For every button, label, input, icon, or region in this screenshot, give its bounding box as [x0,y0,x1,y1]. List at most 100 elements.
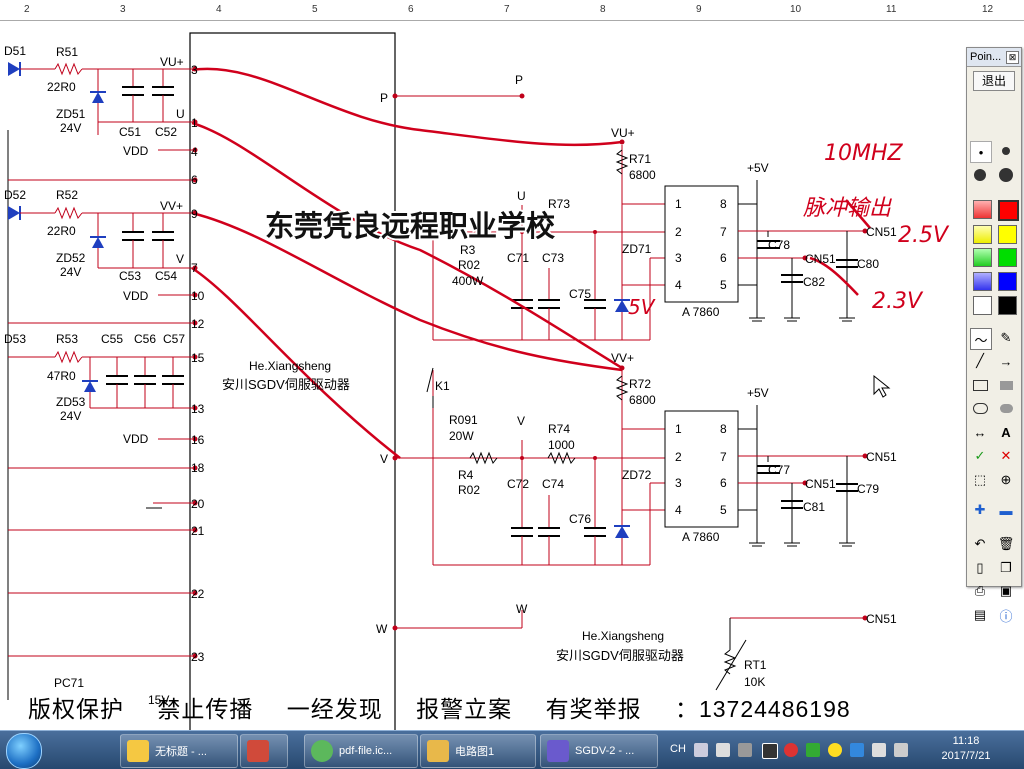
trash-icon[interactable]: 🗑 [997,536,1015,551]
pin-21: 21 [191,524,205,538]
pin-3: 3 [191,63,198,77]
label-r52: R52 [56,188,78,202]
banner-text: ：13724486198 [674,696,851,722]
label-r4-value: R02 [458,483,480,497]
handwriting-pulse-output: 脉冲输出 [803,196,892,221]
ic-pin-3: 3 [675,251,682,265]
monitor-icon[interactable] [872,743,886,757]
color-black[interactable] [998,296,1017,315]
undo-icon[interactable]: ↶ [974,536,986,551]
banner-text: 版权保护 [28,696,124,722]
freehand-pen-icon[interactable]: 〜 [970,328,992,350]
security-icon[interactable] [784,743,798,757]
highlighter-icon[interactable]: ✎ [1000,330,1012,345]
taskbar-item-pdf[interactable]: pdf-file.ic... [304,734,418,768]
filled-ellipse-icon[interactable] [996,398,1016,418]
save-icon[interactable]: ▣ [999,583,1013,598]
color-light-green[interactable] [973,248,992,267]
column-ruler: 2 3 4 5 6 7 8 9 10 11 12 [0,0,1024,21]
minus-icon[interactable]: ▬ [999,502,1013,518]
label-vdd: VDD [123,144,149,158]
handwriting-frequency: 10MHZ [824,141,904,166]
exit-button[interactable]: 退出 [973,71,1015,91]
info-icon[interactable]: ⓘ [999,608,1013,624]
label-pc71: PC71 [54,676,84,690]
mail-icon[interactable] [762,743,778,759]
taskbar-item-pointer[interactable] [240,734,288,768]
screen-icon[interactable]: ▤ [973,607,987,622]
keyboard-icon[interactable] [694,743,708,757]
label-c75: C75 [569,287,591,301]
ruler-mark: 11 [886,4,897,15]
schematic-canvas[interactable]: D51 R51 22R0 ZD51 24V C51 C52 VU+ U VDD … [0,0,1024,730]
color-red[interactable] [998,200,1019,221]
ic-pin-6: 6 [720,251,727,265]
title-label: 安川SGDV伺服驱动器 [222,377,350,392]
ic-pin-5: 5 [720,278,727,292]
filled-rectangle-icon[interactable] [996,375,1016,395]
palette-title: Poin... [970,51,1002,63]
cross-icon[interactable]: ✕ [1000,448,1012,463]
palette-titlebar[interactable]: Poin... ⊠ [967,48,1021,67]
small-dot-icon[interactable]: • [970,141,992,163]
ruler-mark: 2 [24,4,30,15]
medium-dot-icon[interactable] [996,141,1016,161]
ime-indicator[interactable]: CH [670,743,686,755]
selection-icon[interactable]: ⬚ [973,472,987,487]
windows-taskbar: 无标题 - ... pdf-file.ic... 电路图1 SGDV-2 - .… [0,730,1024,769]
xlarge-dot-icon[interactable] [996,165,1016,185]
new-page-icon[interactable]: ▯ [976,560,984,575]
add-icon[interactable] [828,743,842,757]
folder-icon [427,740,449,762]
check-icon[interactable]: ✓ [974,448,986,463]
mouse-cursor-icon [873,374,891,398]
watermark-school-name: 东莞凭良远程职业学校 [265,209,555,243]
text-tool-icon[interactable]: A [1001,424,1011,440]
ellipse-icon[interactable] [970,398,990,418]
pointer-tool-palette[interactable]: Poin... ⊠ 退出 • 〜 ✎ ╱ → ↔ A ✓ ✕ ⬚ ⊕ ✚ ▬ ↶… [966,47,1022,624]
resistor-r51 [54,62,83,76]
copy-icon[interactable]: ❐ [1000,560,1012,575]
color-light-blue[interactable] [973,272,992,291]
print-icon[interactable]: ⎙ [974,583,986,598]
label-zd51-value: 24V [60,121,81,135]
volume-icon[interactable] [894,743,908,757]
ic-pin-7: 7 [720,450,727,464]
label-v: V [380,452,388,466]
color-green[interactable] [998,248,1017,267]
add-icon[interactable]: ✚ [974,502,986,517]
taskbar-item-sgdv[interactable]: SGDV-2 - ... [540,734,658,768]
rectangle-icon[interactable] [970,375,990,395]
line-icon[interactable]: ╱ [976,353,984,368]
color-white[interactable] [973,296,992,315]
double-arrow-icon[interactable]: ↔ [973,424,987,440]
color-blue[interactable] [998,272,1017,291]
zoom-icon[interactable]: ⊕ [1000,472,1012,487]
ic-pin-8: 8 [720,422,727,436]
label-d53: D53 [4,332,26,346]
label-r71: R71 [629,152,651,166]
pen-icon[interactable] [716,743,730,757]
color-light-yellow[interactable] [973,225,992,244]
taskbar-clock[interactable]: 11:18 2017/7/21 [916,734,1016,764]
label-r73: R73 [548,197,570,211]
label-r3: R3 [460,243,476,257]
label-cn51: CN51 [805,477,836,491]
label-zd71: ZD71 [622,242,652,256]
close-icon[interactable]: ⊠ [1006,51,1019,64]
diode-d52 [8,206,20,220]
label-a7860: A 7860 [682,305,720,319]
taskbar-item-paint[interactable]: 无标题 - ... [120,734,238,768]
flag-icon[interactable] [850,743,864,757]
pin-4: 4 [191,145,198,159]
taskbar-item-folder[interactable]: 电路图1 [420,734,536,768]
pin-10: 10 [191,289,205,303]
color-light-red[interactable] [973,200,992,219]
network-icon[interactable] [806,743,820,757]
arrow-icon[interactable]: → [999,353,1013,369]
settings-icon[interactable] [738,743,752,757]
large-dot-icon[interactable] [970,165,990,185]
color-yellow[interactable] [998,225,1017,244]
pin-1: 1 [191,116,198,130]
start-button[interactable] [6,733,42,769]
